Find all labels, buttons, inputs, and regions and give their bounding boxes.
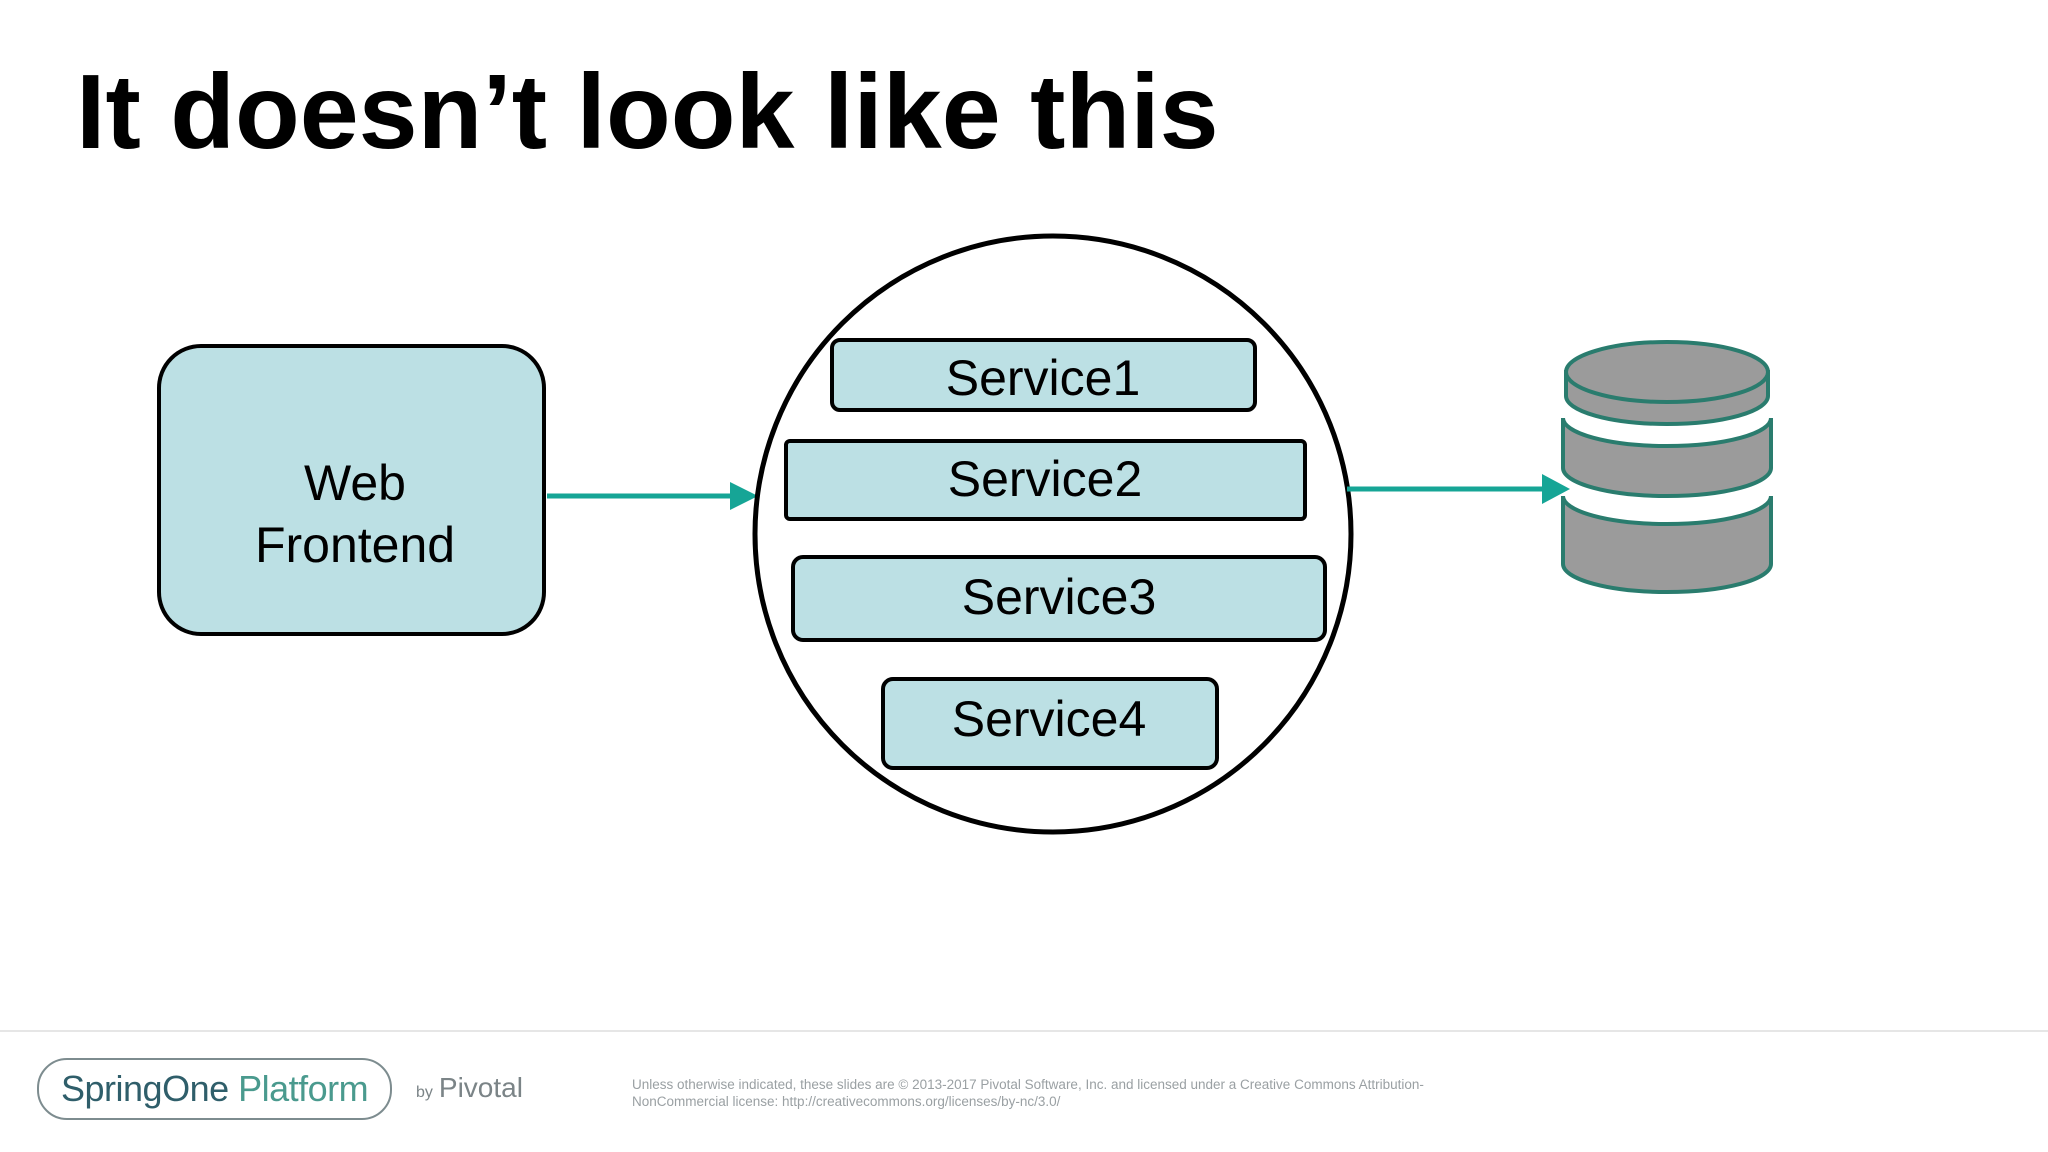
- database-icon: [1561, 340, 1773, 594]
- service-node-4: Service4: [881, 677, 1219, 770]
- service-node-2: Service2: [784, 439, 1307, 521]
- license-line-1: Unless otherwise indicated, these slides…: [632, 1077, 1424, 1092]
- arrow-services-to-database: [1347, 474, 1570, 504]
- frontend-label-line2: Frontend: [255, 517, 455, 573]
- service-label: Service1: [946, 350, 1141, 406]
- slide-footer: SpringOne Platform by Pivotal Unless oth…: [0, 1030, 2048, 1152]
- license-notice: Unless otherwise indicated, these slides…: [632, 1076, 1532, 1110]
- pivotal-byline: by Pivotal: [416, 1072, 523, 1104]
- frontend-label-line1: Web: [304, 455, 406, 511]
- service-label: Service3: [962, 569, 1157, 625]
- architecture-diagram: Web Frontend Service1 Service2 Service3 …: [157, 233, 1773, 835]
- web-frontend-node: Web Frontend: [157, 344, 546, 636]
- byline-by: by: [416, 1084, 433, 1101]
- springone-platform-logo: SpringOne Platform: [37, 1058, 393, 1120]
- arrow-frontend-to-services: [547, 482, 758, 510]
- slide-title: It doesn’t look like this: [76, 53, 1219, 171]
- license-line-2: NonCommercial license: http://creativeco…: [632, 1094, 1061, 1109]
- service-node-3: Service3: [791, 555, 1327, 642]
- brand-platform-text: Platform: [228, 1068, 369, 1109]
- service-label: Service4: [952, 691, 1147, 747]
- service-node-1: Service1: [830, 338, 1257, 412]
- brand-spring-text: SpringOne: [61, 1068, 229, 1109]
- service-label: Service2: [948, 451, 1143, 507]
- byline-company: Pivotal: [438, 1072, 523, 1103]
